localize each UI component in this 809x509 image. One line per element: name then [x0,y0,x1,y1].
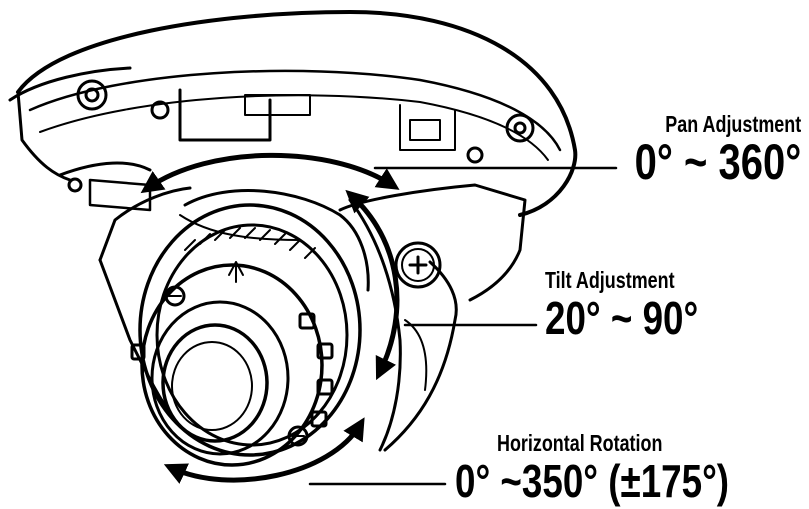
horizontal-rotation-label: Horizontal Rotation [497,430,663,456]
horizontal-rotation-range: 0° ~350° (±175°) [455,455,730,507]
pan-arrow [140,152,400,194]
tilt-adjustment-callout: Tilt Adjustment 20° ~ 90° [545,267,737,344]
pan-adjustment-range: 0° ~ 360° [634,134,801,190]
pan-adjustment-label: Pan Adjustment [665,111,801,137]
tilt-adjustment-label: Tilt Adjustment [545,267,675,293]
tilt-arrow [345,189,400,381]
tilt-adjustment-range: 20° ~ 90° [545,292,699,344]
horizontal-arrow [163,417,365,484]
leader-lines [308,166,618,486]
horizontal-rotation-callout: Horizontal Rotation 0° ~350° (±175°) [455,430,798,507]
pan-adjustment-callout: Pan Adjustment 0° ~ 360° [593,111,801,190]
dome-base [8,10,578,217]
rotation-arrows [140,152,400,484]
